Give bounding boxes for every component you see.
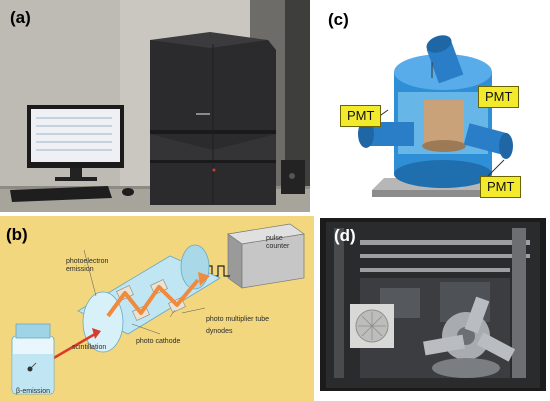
photo-cathode-label: photo cathode <box>136 338 181 345</box>
panel-c-diagram: (c) PMT PMT PMT <box>314 0 550 212</box>
pmt-label-top: PMT <box>478 86 520 108</box>
scintillation-schematic <box>0 216 314 401</box>
panel-b-diagram: (b) pulse counter photoelectron emission… <box>0 216 314 401</box>
photo-multiplier-tube-label: photo multiplier tube <box>206 316 270 323</box>
instrument-photo <box>0 0 310 212</box>
pmt-label-left: PMT <box>340 105 382 127</box>
dynodes-label: dynodes <box>206 328 233 335</box>
panel-a-label: (a) <box>10 8 31 27</box>
panel-a-photo: (a) <box>0 0 310 212</box>
pmt-label-right: PMT <box>480 176 522 198</box>
pulse-counter-label: pulse counter <box>266 235 290 250</box>
scintillation-label: scintillation <box>72 344 107 351</box>
panel-c-label: (c) <box>328 10 349 29</box>
panel-d-label: (d) <box>334 226 356 245</box>
beta-emission-label: β-emission <box>16 388 50 395</box>
panel-d-photo: (d) <box>320 218 546 391</box>
interior-photo <box>320 218 546 391</box>
photoelectron-emission-label: photoelectron emission <box>66 258 109 273</box>
panel-b-label: (b) <box>6 225 28 244</box>
